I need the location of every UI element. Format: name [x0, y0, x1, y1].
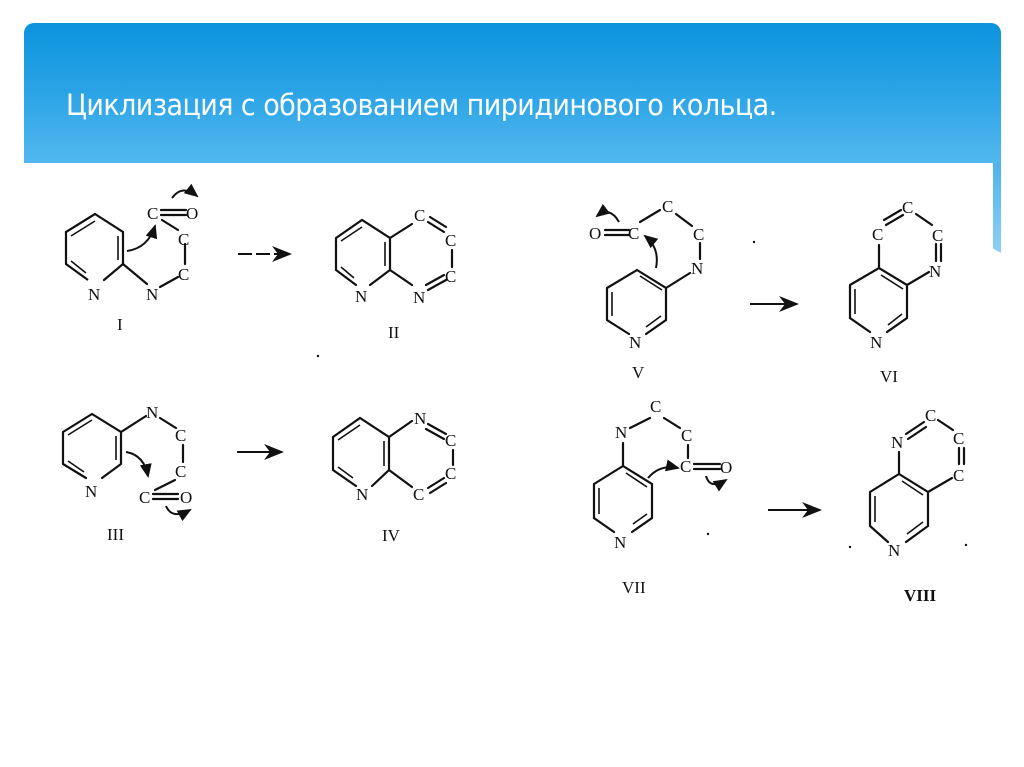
reactant-V: N N C C C O V [589, 197, 704, 382]
slide-title: Циклизация с образованием пиридинового к… [66, 88, 777, 122]
compound-label: III [107, 525, 124, 544]
product-VIII: N N C C C VIII [848, 406, 968, 605]
compound-label: I [117, 315, 123, 334]
atom-N: N [413, 288, 425, 307]
atom-C: C [628, 224, 639, 243]
atom-C: C [650, 397, 661, 416]
atom-N: N [629, 333, 641, 352]
atom-N: N [146, 285, 158, 304]
atom-N: N [929, 262, 941, 281]
atom-C: C [445, 231, 456, 250]
atom-C: C [902, 198, 913, 217]
atom-N: N [614, 533, 626, 552]
atom-C: C [680, 457, 691, 476]
atom-C: C [693, 225, 704, 244]
atom-N: N [85, 482, 97, 501]
atom-C: C [414, 206, 425, 225]
atom-C: C [178, 230, 189, 249]
decorative-side-strip [993, 163, 1001, 253]
atom-O: O [186, 204, 198, 223]
atom-C: C [175, 426, 186, 445]
atom-O: O [180, 488, 192, 507]
atom-N: N [88, 285, 100, 304]
atom-C: C [147, 204, 158, 223]
atom-N: N [691, 259, 703, 278]
atom-C: C [413, 485, 424, 504]
atom-C: C [445, 267, 456, 286]
atom-N: N [355, 287, 367, 306]
compound-label: VI [880, 367, 898, 386]
atom-C: C [445, 431, 456, 450]
atom-C: C [925, 406, 936, 425]
atom-N: N [414, 409, 426, 428]
atom-O: O [720, 458, 732, 477]
atom-C: C [953, 466, 964, 485]
atom-C: C [681, 426, 692, 445]
title-banner [24, 23, 1001, 163]
reactant-I: N N C C C O I [64, 183, 199, 334]
atom-C: C [178, 265, 189, 284]
atom-C: C [953, 429, 964, 448]
atom-C: C [175, 462, 186, 481]
atom-O: O [589, 224, 601, 243]
atom-C: C [932, 226, 943, 245]
atom-C: C [872, 225, 883, 244]
atom-N: N [870, 333, 882, 352]
atom-N: N [615, 423, 627, 442]
atom-C: C [662, 197, 673, 216]
atom-N: N [891, 433, 903, 452]
compound-label: II [388, 323, 400, 342]
product-IV: N N C C C IV [331, 409, 456, 545]
atom-N: N [146, 403, 158, 422]
compound-label: V [632, 363, 645, 382]
atom-N: N [356, 485, 368, 504]
compound-label: IV [382, 526, 401, 545]
atom-C: C [139, 488, 150, 507]
compound-label: VII [622, 578, 646, 597]
atom-C: C [445, 464, 456, 483]
product-II: N N C C C II [334, 206, 456, 342]
product-VI: N N C C C VI [848, 198, 943, 386]
reactant-III: N N C C C O III [61, 403, 192, 544]
atom-N: N [888, 541, 900, 560]
reactant-VII: N N C C C O VII [592, 397, 732, 597]
compound-label: VIII [904, 586, 937, 605]
